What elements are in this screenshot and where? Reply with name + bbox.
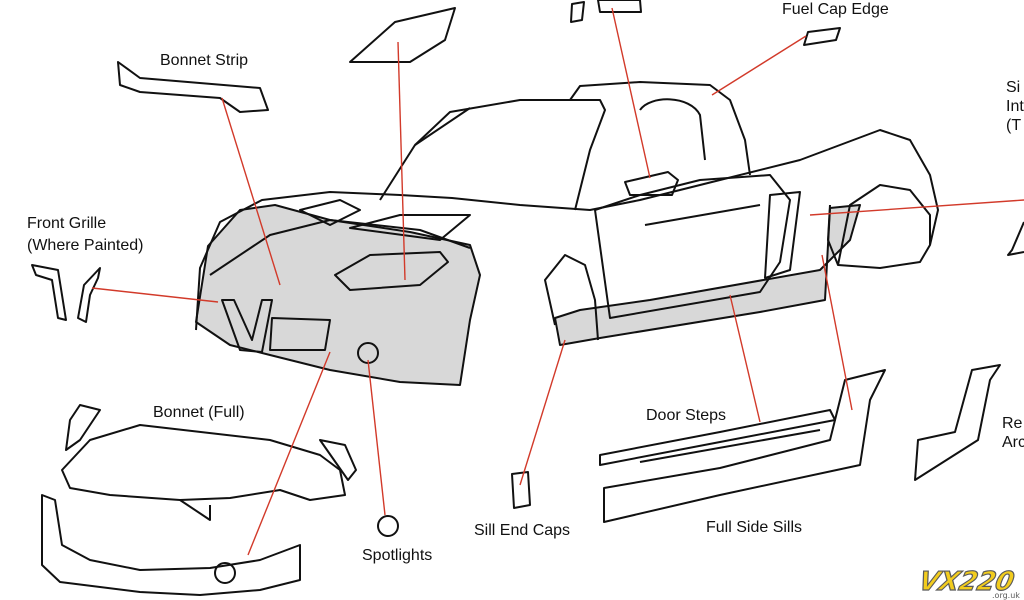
label-spotlights: Spotlights (362, 547, 433, 564)
label-door-steps: Door Steps (646, 407, 727, 424)
front-grille-part-right (77, 267, 101, 323)
label-front-grille-line1: Front Grille (27, 215, 107, 232)
logo-sub-text: .org.uk (992, 591, 1020, 600)
spotlight-part (377, 515, 399, 537)
door (594, 174, 791, 319)
front-wheel-arch (544, 254, 599, 341)
mirror (624, 171, 679, 196)
front-grille-part-left (31, 264, 67, 321)
front-bumper-part (41, 494, 301, 596)
leader-lines (91, 7, 1024, 556)
full-side-sill-part (603, 369, 886, 523)
car-outline (195, 129, 939, 331)
side-sill-shaded (554, 204, 861, 346)
roll-hoop (569, 81, 751, 176)
label-side-intake-partial: Si Int (T (1006, 79, 1024, 134)
headlight (334, 251, 449, 291)
small-part-a (570, 1, 585, 23)
fuel-cap-edge-part (803, 27, 841, 46)
bonnet-strip-part (117, 61, 269, 113)
headlight-cover-part (349, 7, 456, 63)
label-full-side-sills: Full Side Sills (706, 519, 803, 536)
label-fuel-cap-edge: Fuel Cap Edge (782, 1, 889, 18)
label-front-grille-line2: (Where Painted) (27, 237, 144, 254)
label-rear-arch-partial: Re Arc (1002, 415, 1024, 451)
label-bonnet-strip: Bonnet Strip (160, 52, 249, 69)
side-intake-part (1007, 221, 1024, 256)
sill-end-cap-part (511, 471, 531, 509)
exploded-parts (31, 0, 1024, 596)
bonnet-full-part (61, 424, 346, 501)
label-sill-end-caps: Sill End Caps (474, 522, 571, 539)
grille-v (221, 299, 273, 353)
vx220-logo: VX220 .org.uk (922, 567, 1020, 600)
rear-wheel-arch (837, 184, 931, 266)
small-part-b (597, 0, 642, 13)
windscreen (379, 99, 606, 211)
rear-arch-part (914, 364, 1001, 481)
label-bonnet-full: Bonnet (Full) (153, 404, 245, 421)
front-bumper-shaded (195, 204, 481, 386)
car-body (195, 81, 939, 386)
logo-main-text: VX220 (922, 567, 1017, 597)
